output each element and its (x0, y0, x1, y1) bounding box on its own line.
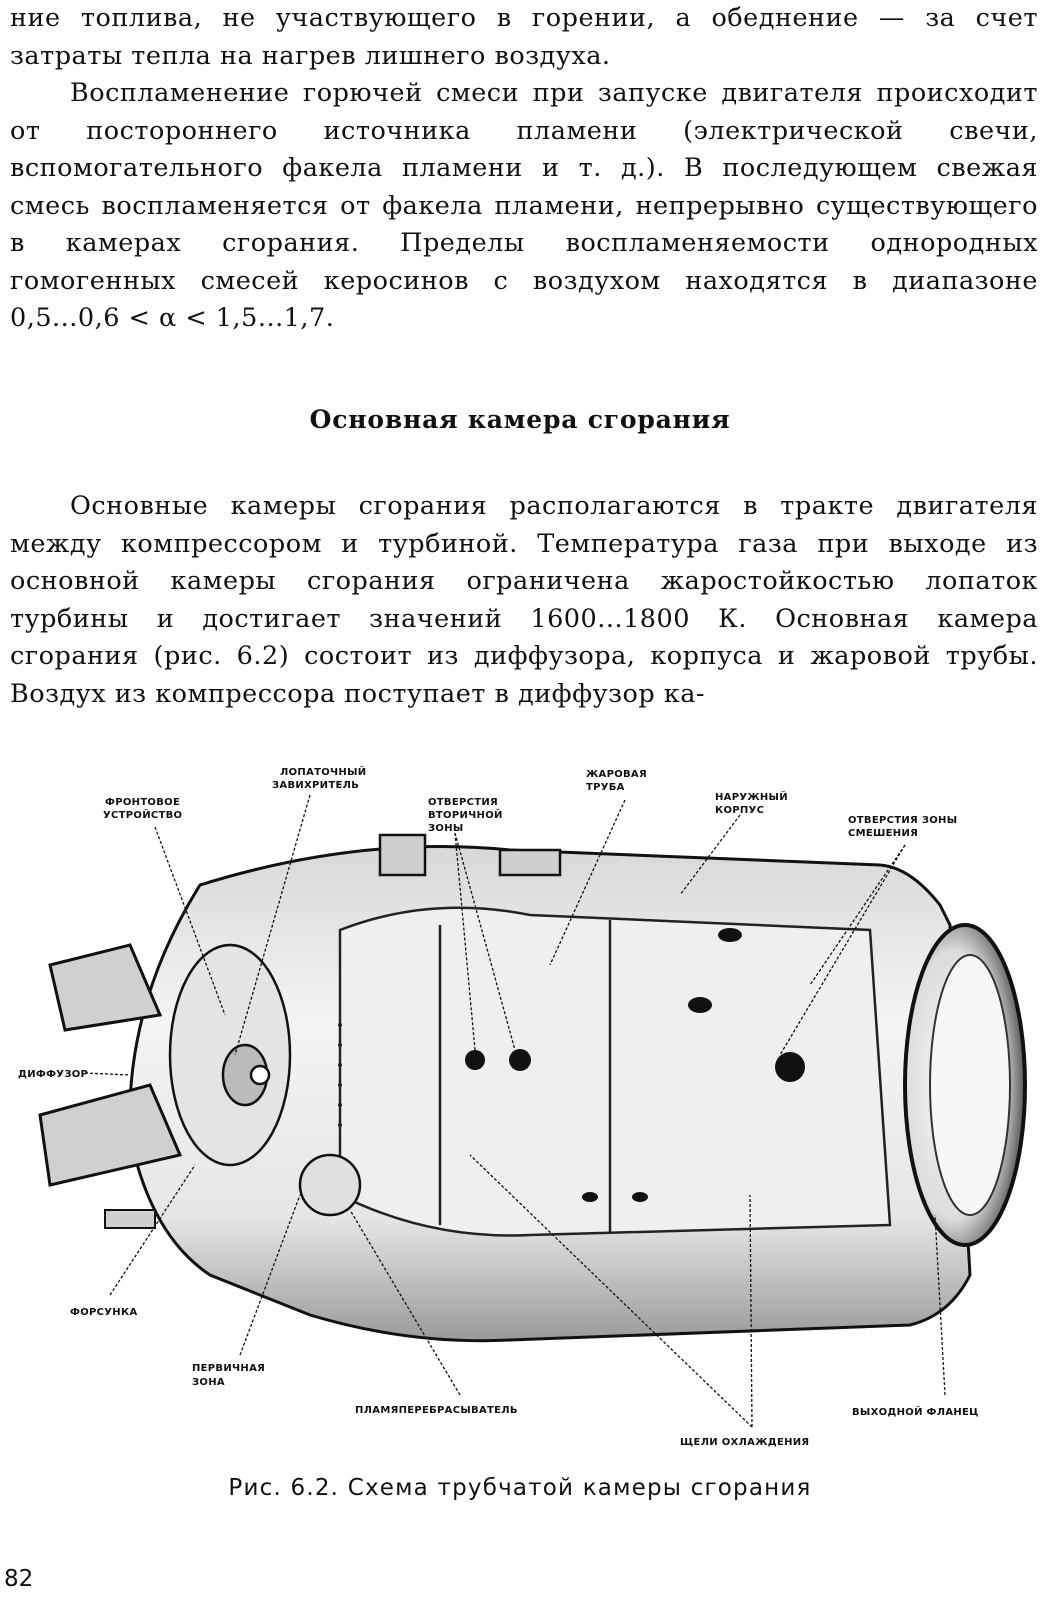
leader-lines (84, 794, 946, 1428)
label-swirler-2: ЗАВИХРИТЕЛЬ (272, 780, 359, 791)
liner-holes (465, 928, 805, 1202)
label-primary-2: ЗОНА (192, 1377, 225, 1388)
label-nozzle: ФОРСУНКА (70, 1307, 137, 1318)
label-swirler-1: ЛОПАТОЧНЫЙ (280, 765, 366, 778)
combustion-chamber-figure: ЛОПАТОЧНЫЙ ЗАВИХРИТЕЛЬ ФРОНТОВОЕ УСТРОЙС… (18, 765, 1027, 1448)
crossfire-tube-shape (298, 1153, 362, 1217)
primary-hole-dots (338, 1023, 342, 1127)
label-casing-1: НАРУЖНЫЙ (715, 790, 788, 803)
paragraph-continuation: ние топлива, не участвующего в горении, … (10, 3, 1038, 71)
diffuser-shape (38, 943, 183, 1187)
label-diffuser: ДИФФУЗОР (18, 1069, 88, 1080)
label-liner-2: ТРУБА (586, 782, 625, 793)
label-secondary-2: ВТОРИЧНОЙ (428, 808, 503, 821)
label-exit-flange: ВЫХОДНОЙ ФЛАНЕЦ (852, 1405, 979, 1418)
label-cooling-slots: ЩЕЛИ ОХЛАЖДЕНИЯ (680, 1437, 809, 1448)
nozzle-fitting-shape (104, 1209, 156, 1229)
label-mixing-2: СМЕШЕНИЯ (848, 828, 918, 839)
label-mixing-1: ОТВЕРСТИЯ ЗОНЫ (848, 815, 957, 826)
label-secondary-1: ОТВЕРСТИЯ (428, 797, 498, 808)
label-casing-2: КОРПУС (715, 805, 764, 816)
label-liner-1: ЖАРОВАЯ (586, 769, 647, 780)
top-fitting-shape (378, 833, 562, 877)
front-device-shape (168, 943, 292, 1167)
label-primary-1: ПЕРВИЧНАЯ (192, 1363, 265, 1374)
label-crossfire: ПЛАМЯПЕРЕБРАСЫВАТЕЛЬ (355, 1405, 518, 1416)
paragraph-ignition: Воспламенение горючей смеси при запуске … (10, 78, 1038, 333)
page-number: 82 (4, 1566, 34, 1592)
label-front-device-2: УСТРОЙСТВО (103, 808, 182, 821)
label-secondary-3: ЗОНЫ (428, 823, 464, 834)
label-front-device-1: ФРОНТОВОЕ (105, 797, 180, 808)
liner-shape (338, 906, 892, 1237)
section-heading: Основная камера сгорания (309, 405, 731, 434)
paragraph-main-chamber: Основные камеры сгорания располагаются в… (10, 491, 1038, 709)
figure-caption: Рис. 6.2. Схема трубчатой камеры сгорани… (228, 1475, 812, 1501)
